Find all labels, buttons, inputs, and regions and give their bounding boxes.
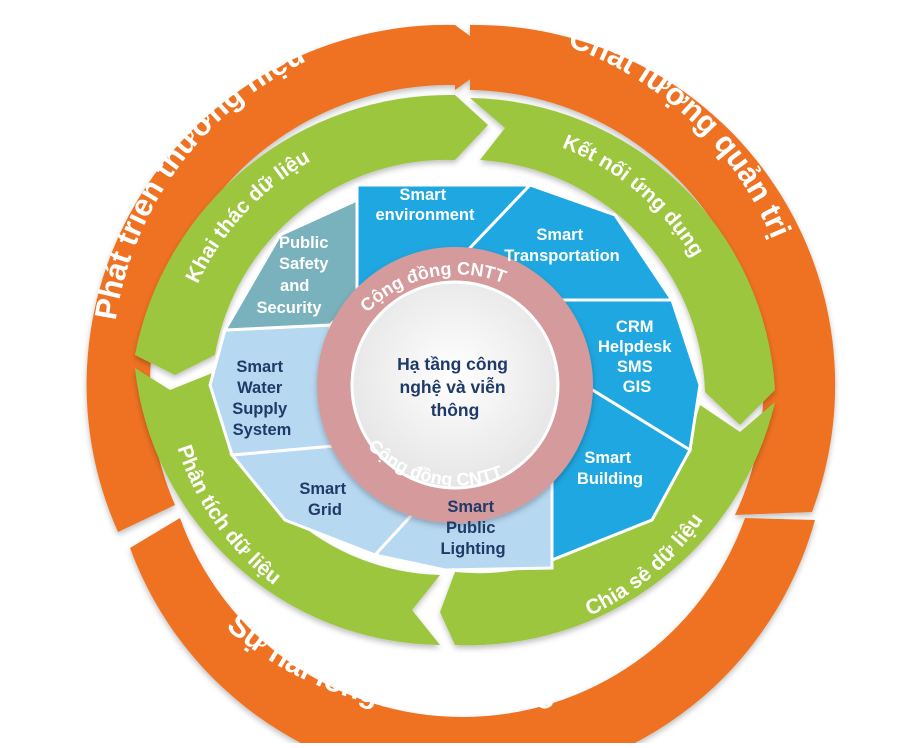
core-label: Hạ tầng công nghệ và viễn thông xyxy=(397,354,513,420)
label-smart-environment: Smart environment xyxy=(375,186,475,224)
segment-labels: Smart environment Smart Transportation C… xyxy=(232,186,676,558)
middle-segment-bottom-left xyxy=(135,368,440,645)
label-smart-water: Smart Water Supply System xyxy=(232,358,292,439)
outer-segment-bottom xyxy=(130,518,815,748)
outer-arrow-right xyxy=(455,25,500,90)
middle-segment-top-left xyxy=(135,94,488,376)
label-smart-transportation: Smart Transportation xyxy=(504,226,620,265)
outer-segment-top-right xyxy=(470,24,836,516)
outer-segment-top-left xyxy=(86,24,455,532)
label-smart-building: Smart Building xyxy=(577,449,643,488)
middle-segment-bottom-right xyxy=(440,402,775,646)
label-smart-grid: Smart Grid xyxy=(299,480,350,519)
label-crm-group: CRM Helpdesk SMS GIS xyxy=(598,318,676,396)
middle-ring xyxy=(135,94,775,646)
label-smart-public-lighting: Smart Public Lighting xyxy=(440,498,505,558)
label-public-safety: Public Safety and Security xyxy=(256,234,333,317)
core-circle xyxy=(350,280,560,490)
outer-ring xyxy=(86,24,836,748)
middle-segment-top-right xyxy=(470,98,775,425)
